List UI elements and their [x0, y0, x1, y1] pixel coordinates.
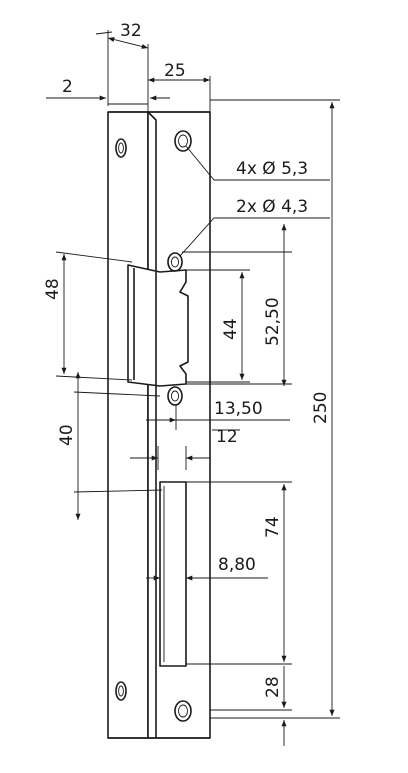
flange-hole-bottom-inner — [118, 685, 124, 697]
plate-hole-top-inner — [178, 134, 188, 148]
side-flange — [107, 111, 149, 739]
small-hole-upper — [167, 252, 183, 272]
latch-keeper — [127, 264, 189, 387]
label-flange-width: 32 — [120, 21, 142, 41]
flange-hole-bottom — [115, 681, 127, 701]
dim-line-32 — [107, 37, 149, 49]
leader-large-holes — [185, 145, 330, 181]
ext-tick-left — [95, 31, 113, 35]
label-plate-width: 25 — [164, 61, 186, 81]
leader-small-holes — [179, 217, 330, 257]
label-bottom-distance: 28 — [263, 676, 283, 698]
label-hole-to-edge: 12 — [216, 427, 238, 447]
ext-line-48-top — [55, 251, 133, 263]
dimension-lines — [46, 30, 340, 746]
ext-line-40-top — [73, 391, 161, 397]
flange-hole-top — [115, 138, 127, 158]
label-keeper-inner: 44 — [221, 318, 241, 340]
label-thickness: 2 — [62, 77, 73, 97]
label-keeper-offset: 52,50 — [263, 297, 283, 346]
label-slot-width: 8,80 — [218, 555, 256, 575]
label-total-length: 250 — [311, 392, 331, 424]
label-hole-center-offset: 13,50 — [214, 399, 263, 419]
plate-hole-top — [174, 130, 192, 152]
label-slot-length: 74 — [263, 516, 283, 538]
ext-line-40-bottom — [73, 489, 163, 493]
small-hole-lower-inner — [170, 390, 180, 402]
small-hole-lower — [167, 386, 183, 406]
label-large-holes-callout: 4x Ø 5,3 — [236, 159, 308, 179]
small-hole-upper-inner — [170, 256, 180, 268]
strike-plate-body — [107, 103, 211, 739]
plate-hole-bottom-inner — [178, 704, 188, 718]
plate-hole-bottom — [174, 700, 192, 722]
label-lower-hole-offset: 40 — [57, 424, 77, 446]
label-keeper-height: 48 — [43, 278, 63, 300]
ext-line-48-bottom — [55, 375, 133, 381]
dimension-labels: 32 25 2 250 48 40 44 52,50 74 28 13,50 1… — [43, 21, 331, 698]
label-small-holes-callout: 2x Ø 4,3 — [236, 197, 308, 217]
flange-hole-top-inner — [118, 142, 124, 154]
